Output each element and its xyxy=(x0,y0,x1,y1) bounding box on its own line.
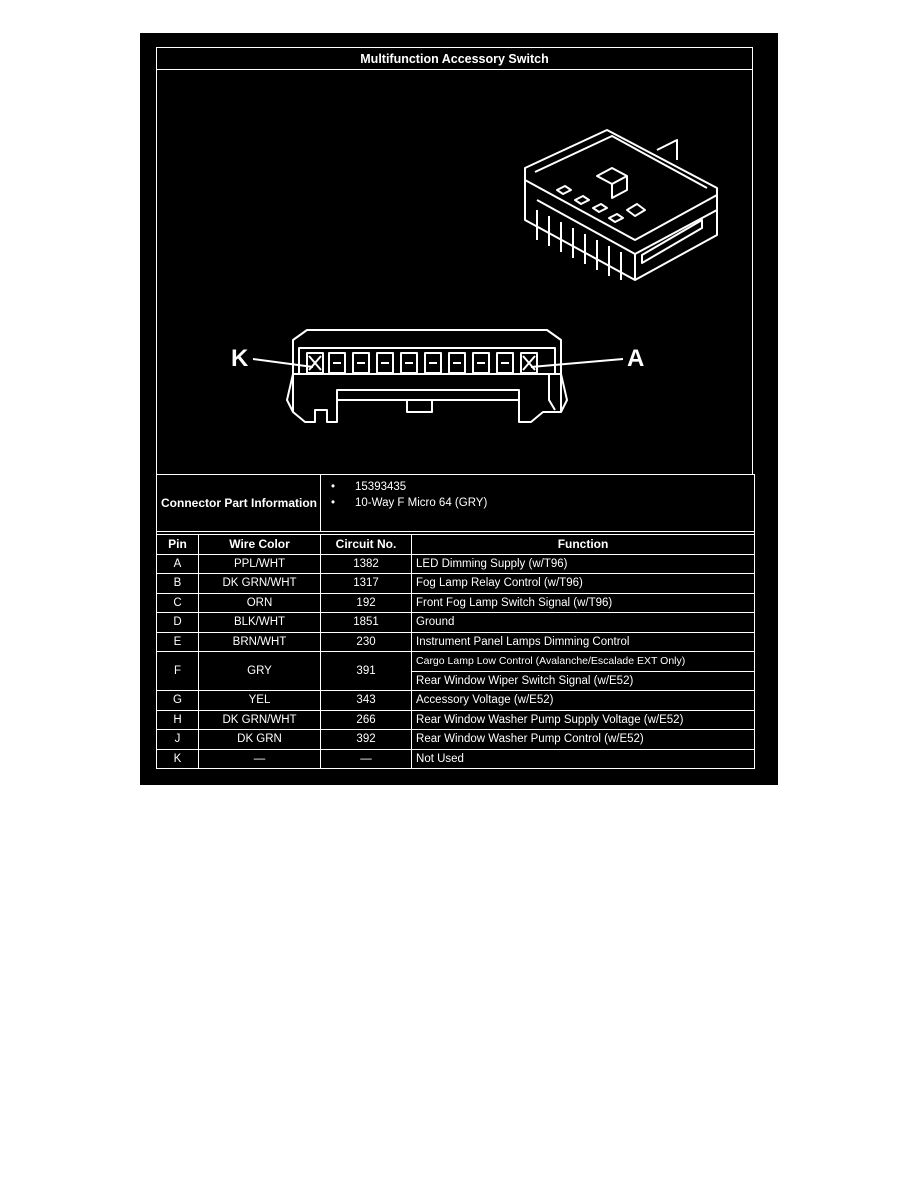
circuit-cell: — xyxy=(320,748,413,769)
connector-front-view xyxy=(286,329,568,423)
function-cell: Accessory Voltage (w/E52) xyxy=(411,690,756,711)
connector-cavities xyxy=(306,352,538,374)
function-cell: Not Used xyxy=(411,748,756,769)
connector-diagram: K A xyxy=(156,70,753,475)
connector-sheet: Multifunction Accessory Switch xyxy=(140,33,778,785)
connector-3d-view xyxy=(524,129,718,281)
table-row: J DK GRN 392 Rear Window Washer Pump Con… xyxy=(156,729,756,750)
table-row: F GRY 391 Cargo Lamp Low Control (Avalan… xyxy=(156,651,756,691)
wire-cell: DK GRN/WHT xyxy=(197,709,322,730)
wire-cell: BLK/WHT xyxy=(197,612,322,633)
pin-k-leader xyxy=(252,358,314,368)
sheet-title: Multifunction Accessory Switch xyxy=(156,47,753,70)
header-pin: Pin xyxy=(156,534,199,555)
table-row: B DK GRN/WHT 1317 Fog Lamp Relay Control… xyxy=(156,573,756,594)
pin-cell: H xyxy=(156,709,199,730)
pin-cell: B xyxy=(156,573,199,594)
wire-cell: — xyxy=(197,748,322,769)
connector-info-item: •10-Way F Micro 64 (GRY) xyxy=(331,497,488,509)
table-row: E BRN/WHT 230 Instrument Panel Lamps Dim… xyxy=(156,631,756,652)
pin-cell: G xyxy=(156,690,199,711)
function-cell: Front Fog Lamp Switch Signal (w/T96) xyxy=(411,592,756,613)
function-cell: Rear Window Washer Pump Supply Voltage (… xyxy=(411,709,756,730)
table-row: K — — Not Used xyxy=(156,748,756,769)
wire-cell: GRY xyxy=(197,651,322,691)
function-cell: Rear Window Washer Pump Control (w/E52) xyxy=(411,729,756,750)
connector-info-row: Connector Part Information •15393435 •10… xyxy=(155,474,756,532)
wire-cell: DK GRN/WHT xyxy=(197,573,322,594)
circuit-cell: 1317 xyxy=(320,573,413,594)
wire-cell: BRN/WHT xyxy=(197,631,322,652)
header-function: Function xyxy=(411,534,756,555)
pin-a-leader xyxy=(530,358,624,368)
circuit-cell: 1851 xyxy=(320,612,413,633)
table-header-row: Pin Wire Color Circuit No. Function xyxy=(156,534,756,555)
function-cell: Instrument Panel Lamps Dimming Control xyxy=(411,631,756,652)
pin-k-label: K xyxy=(231,345,249,372)
pin-cell: F xyxy=(156,651,199,691)
pinout-table: Connector Part Information •15393435 •10… xyxy=(155,474,756,769)
pin-cell: C xyxy=(156,592,199,613)
pin-cell: E xyxy=(156,631,199,652)
connector-info-label: Connector Part Information xyxy=(155,474,322,532)
header-circuit: Circuit No. xyxy=(320,534,413,555)
connector-info-values: •15393435 •10-Way F Micro 64 (GRY) xyxy=(320,474,756,532)
wire-cell: DK GRN xyxy=(197,729,322,750)
circuit-cell: 391 xyxy=(320,651,413,691)
pin-cell: K xyxy=(156,748,199,769)
circuit-cell: 230 xyxy=(320,631,413,652)
pin-a-label: A xyxy=(627,345,644,372)
circuit-cell: 392 xyxy=(320,729,413,750)
function-cell: LED Dimming Supply (w/T96) xyxy=(411,553,756,574)
pin-cell: J xyxy=(156,729,199,750)
header-wire-color: Wire Color xyxy=(197,534,322,555)
pin-cell: D xyxy=(156,612,199,633)
wire-cell: YEL xyxy=(197,690,322,711)
wire-cell: PPL/WHT xyxy=(197,553,322,574)
table-row: H DK GRN/WHT 266 Rear Window Washer Pump… xyxy=(156,709,756,730)
table-row: C ORN 192 Front Fog Lamp Switch Signal (… xyxy=(156,592,756,613)
pin-cell: A xyxy=(156,553,199,574)
table-row: D BLK/WHT 1851 Ground xyxy=(156,612,756,633)
connector-drawing: K A xyxy=(231,129,718,423)
table-row: Rear Window Wiper Switch Signal (w/E52) xyxy=(157,670,756,691)
function-cell: Fog Lamp Relay Control (w/T96) xyxy=(411,573,756,594)
circuit-cell: 343 xyxy=(320,690,413,711)
connector-info-item: •15393435 xyxy=(331,481,407,493)
wire-cell: ORN xyxy=(197,592,322,613)
function-cell: Rear Window Wiper Switch Signal (w/E52) xyxy=(411,670,756,691)
circuit-cell: 192 xyxy=(320,592,413,613)
table-row: G YEL 343 Accessory Voltage (w/E52) xyxy=(156,690,756,711)
circuit-cell: 266 xyxy=(320,709,413,730)
function-cell: Cargo Lamp Low Control (Avalanche/Escala… xyxy=(411,651,756,672)
function-cell: Ground xyxy=(411,612,756,633)
table-row: A PPL/WHT 1382 LED Dimming Supply (w/T96… xyxy=(156,553,756,574)
circuit-cell: 1382 xyxy=(320,553,413,574)
